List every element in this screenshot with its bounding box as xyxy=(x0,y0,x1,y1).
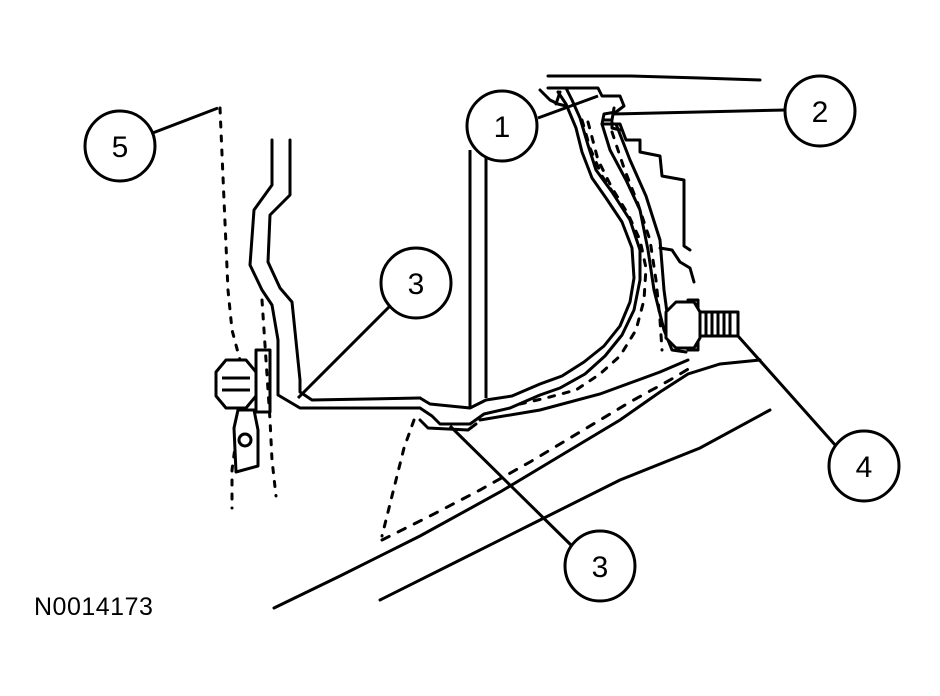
left-seam-dashes-2 xyxy=(260,298,278,498)
callout-3-top: 3 xyxy=(379,246,453,320)
left-bolt-bracket xyxy=(214,348,272,474)
lower-body-lines xyxy=(272,358,772,610)
leader-4 xyxy=(736,335,838,447)
callout-5: 5 xyxy=(83,109,157,183)
leader-3-bottom xyxy=(448,424,576,550)
callout-3-top-label: 3 xyxy=(408,268,425,301)
callout-1-label: 1 xyxy=(494,111,511,144)
inner-weld-dashes xyxy=(380,118,648,538)
left-bolt-head xyxy=(214,358,258,410)
callout-3-bottom-label: 3 xyxy=(592,551,609,584)
callout-4: 4 xyxy=(827,429,901,503)
callout-1: 1 xyxy=(465,89,539,163)
leader-5 xyxy=(149,106,219,136)
left-outer-panel xyxy=(266,138,422,402)
lower-weld-dashes xyxy=(380,366,692,542)
callout-5-label: 5 xyxy=(112,131,129,164)
top-flange xyxy=(538,74,762,252)
callout-3-bottom: 3 xyxy=(563,529,637,603)
callout-leaders xyxy=(149,94,838,550)
right-weld-dashes xyxy=(610,130,664,352)
left-inner-panel xyxy=(248,138,422,410)
leader-1 xyxy=(537,94,599,120)
figure-id: N0014173 xyxy=(34,593,154,621)
callout-4-label: 4 xyxy=(856,451,873,484)
callout-2: 2 xyxy=(783,74,857,148)
callout-2-label: 2 xyxy=(812,96,829,129)
leader-2 xyxy=(611,108,787,116)
leader-3-top xyxy=(296,304,392,400)
right-bolt xyxy=(664,298,740,352)
left-lower-tab xyxy=(232,408,260,474)
center-post xyxy=(468,150,488,408)
